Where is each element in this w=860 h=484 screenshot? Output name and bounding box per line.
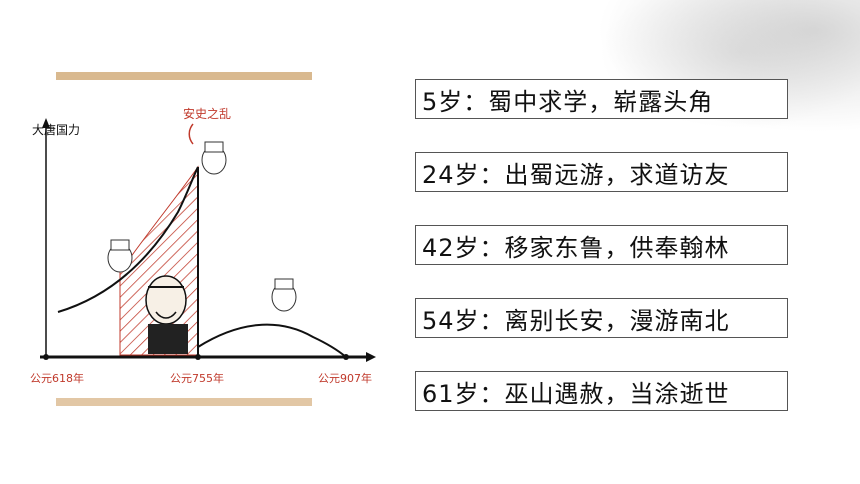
stage-box-age-24: 24岁：出蜀远游，求道访友 bbox=[415, 152, 788, 192]
stage-box-age-61: 61岁：巫山遇赦，当涂逝世 bbox=[415, 371, 788, 411]
x-tick-907: 公元907年 bbox=[318, 371, 372, 385]
emperor-head-icon-center bbox=[145, 275, 188, 354]
tick-mark-618 bbox=[43, 354, 49, 360]
ink-wash-decoration bbox=[560, 0, 860, 150]
tick-mark-907 bbox=[343, 354, 349, 360]
y-axis-label: 大唐国力 bbox=[32, 122, 80, 137]
stage-box-age-42: 42岁：移家东鲁，供奉翰林 bbox=[415, 225, 788, 265]
emperor-head-icon-right bbox=[271, 278, 297, 312]
bottom-scroll-strip bbox=[56, 398, 312, 406]
tang-power-diagram: 大唐国力 安史之乱 bbox=[28, 72, 388, 412]
event-label: 安史之乱 bbox=[183, 106, 231, 121]
stage-box-age-54: 54岁：离别长安，漫游南北 bbox=[415, 298, 788, 338]
diagram-svg: 大唐国力 安史之乱 bbox=[28, 72, 388, 406]
y-axis-arrow-icon bbox=[42, 118, 50, 128]
diagram-canvas bbox=[28, 80, 388, 398]
declining-power-curve bbox=[197, 323, 347, 358]
rising-power-curve bbox=[57, 166, 199, 313]
x-tick-755: 公元755年 bbox=[170, 371, 224, 385]
emperor-head-icon-left bbox=[107, 239, 133, 273]
stage-box-age-5: 5岁：蜀中求学，崭露头角 bbox=[415, 79, 788, 119]
x-axis-arrow-icon bbox=[366, 352, 376, 362]
x-tick-618: 公元618年 bbox=[30, 371, 84, 385]
top-scroll-strip bbox=[56, 72, 312, 80]
event-arrow-icon bbox=[188, 123, 194, 145]
tick-mark-755 bbox=[195, 354, 201, 360]
emperor-head-icon-top bbox=[201, 141, 227, 175]
